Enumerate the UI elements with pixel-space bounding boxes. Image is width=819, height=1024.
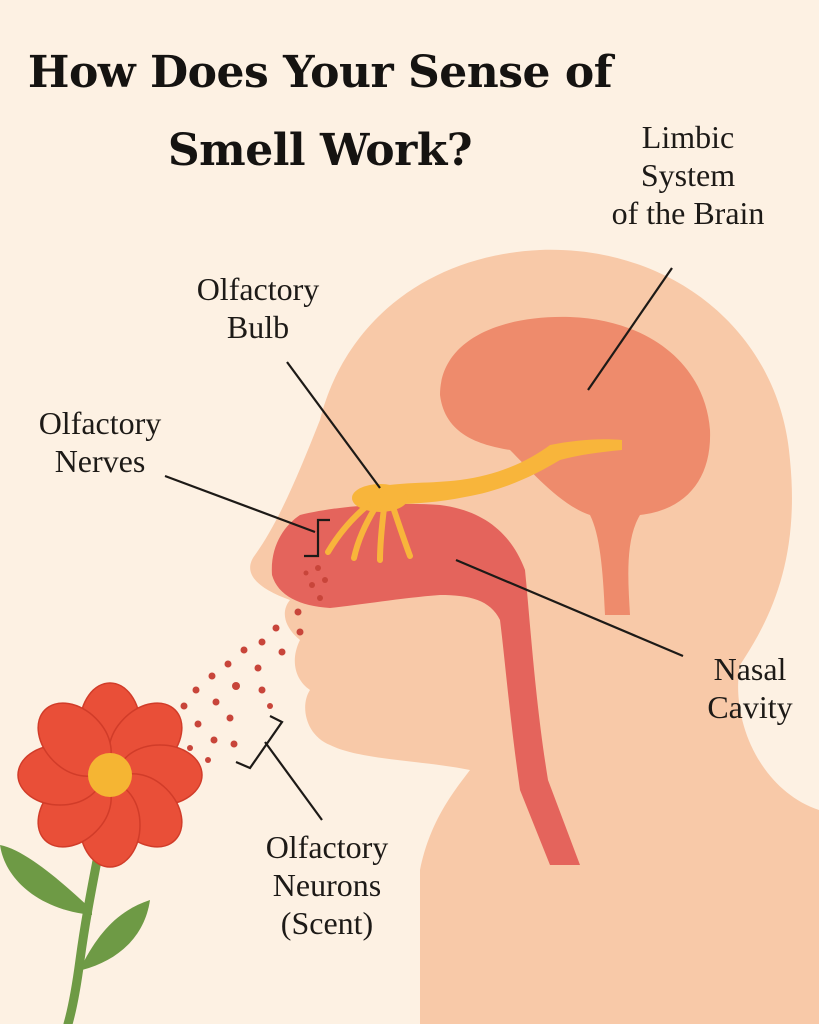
label-nerves-line-1: Olfactory	[38, 405, 162, 441]
flower-center	[88, 753, 132, 797]
label-olfactory-nerves: Olfactory Nerves	[14, 404, 186, 480]
scent-particles	[180, 608, 304, 763]
olfactory-tract	[360, 439, 622, 505]
leader-lines	[164, 267, 684, 821]
neurons-bracket	[235, 715, 284, 770]
label-neurons-line-2: Neurons	[272, 867, 382, 903]
label-limbic-line-1: Limbic	[641, 119, 735, 155]
leader-nasal	[455, 558, 684, 658]
label-neurons-line-1: Olfactory	[265, 829, 389, 865]
nasal-cavity-shape	[271, 503, 580, 865]
leader-bulb	[286, 361, 381, 489]
title-line-2: Smell Work?	[167, 125, 473, 176]
left-leaf	[0, 845, 92, 915]
nerves-bracket	[304, 518, 330, 558]
label-limbic-line-2: System	[640, 157, 736, 193]
label-olfactory-bulb: Olfactory Bulb	[168, 270, 348, 346]
right-leaf	[82, 900, 150, 970]
leader-limbic	[587, 267, 673, 391]
label-limbic-line-3: of the Brain	[611, 195, 765, 231]
label-nasal-cavity: Nasal Cavity	[690, 650, 810, 726]
leader-nerves	[164, 474, 316, 534]
flower	[17, 682, 203, 868]
nasal-scent-particles	[303, 565, 328, 601]
label-limbic-system: Limbic System of the Brain	[588, 118, 788, 232]
label-neurons-line-3: (Scent)	[280, 905, 374, 941]
label-nerves-line-2: Nerves	[54, 443, 146, 479]
label-olfactory-neurons: Olfactory Neurons (Scent)	[232, 828, 422, 942]
olfactory-nerve-fibers	[325, 502, 413, 563]
label-nasal-line-1: Nasal	[713, 651, 787, 687]
leader-neurons	[264, 741, 323, 821]
label-bulb-line-1: Olfactory	[196, 271, 320, 307]
brain-region	[440, 316, 711, 615]
label-nasal-line-2: Cavity	[707, 689, 793, 725]
label-bulb-line-2: Bulb	[226, 309, 290, 345]
title-line-1: How Does Your Sense of	[27, 47, 613, 98]
page-title: How Does Your Sense of Smell Work?	[0, 34, 640, 190]
